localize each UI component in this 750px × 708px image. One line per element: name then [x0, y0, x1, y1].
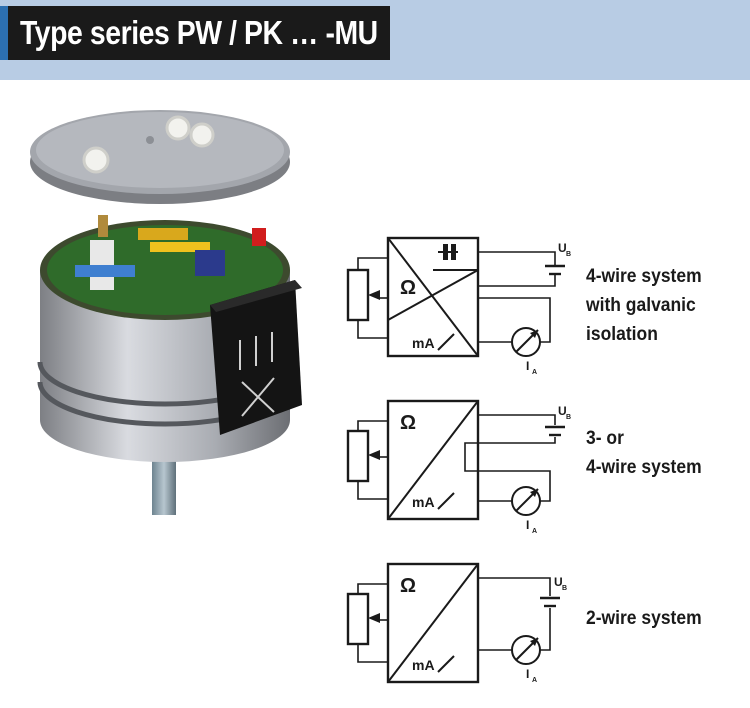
connector-block — [210, 280, 302, 435]
svg-text:U: U — [558, 241, 567, 255]
potentiometer-icon — [346, 429, 370, 483]
potentiometer-icon — [346, 268, 370, 322]
system-label-3: 2-wire system — [586, 608, 702, 629]
isolation-icon — [443, 244, 448, 260]
svg-text:mA: mA — [412, 657, 435, 673]
svg-text:A: A — [532, 528, 537, 535]
svg-text:I: I — [526, 667, 529, 681]
title-bar: Type series PW / PK … -MU — [0, 6, 390, 60]
svg-text:I: I — [526, 359, 529, 373]
svg-text:Ω: Ω — [400, 277, 416, 299]
svg-text:A: A — [532, 677, 537, 684]
svg-text:Ω: Ω — [400, 412, 416, 434]
svg-text:B: B — [562, 585, 567, 592]
wiring-diagram-2wire: Ω mA U B I A — [346, 562, 567, 684]
wiring-diagram-4wire-isolated: Ω mA U B I A — [346, 236, 571, 375]
svg-text:B: B — [566, 251, 571, 258]
system-label-1: 4-wire system with galvanic isolation — [586, 266, 702, 345]
svg-text:Ω: Ω — [400, 575, 416, 597]
svg-text:mA: mA — [412, 494, 435, 510]
title-accent — [0, 6, 8, 60]
potentiometer-icon — [346, 592, 370, 646]
wiring-diagram-3-4wire: Ω mA U B I A — [346, 399, 571, 535]
header-banner: Type series PW / PK … -MU — [0, 0, 750, 80]
svg-text:U: U — [558, 404, 567, 418]
svg-text:mA: mA — [412, 335, 435, 351]
svg-text:I: I — [526, 518, 529, 532]
svg-text:U: U — [554, 575, 563, 589]
svg-text:B: B — [566, 414, 571, 421]
system-label-2: 3- or 4-wire system — [586, 428, 702, 478]
page-title: Type series PW / PK … -MU — [20, 14, 378, 51]
device-lid — [30, 110, 290, 204]
device-image — [30, 110, 302, 515]
svg-text:A: A — [532, 369, 537, 375]
